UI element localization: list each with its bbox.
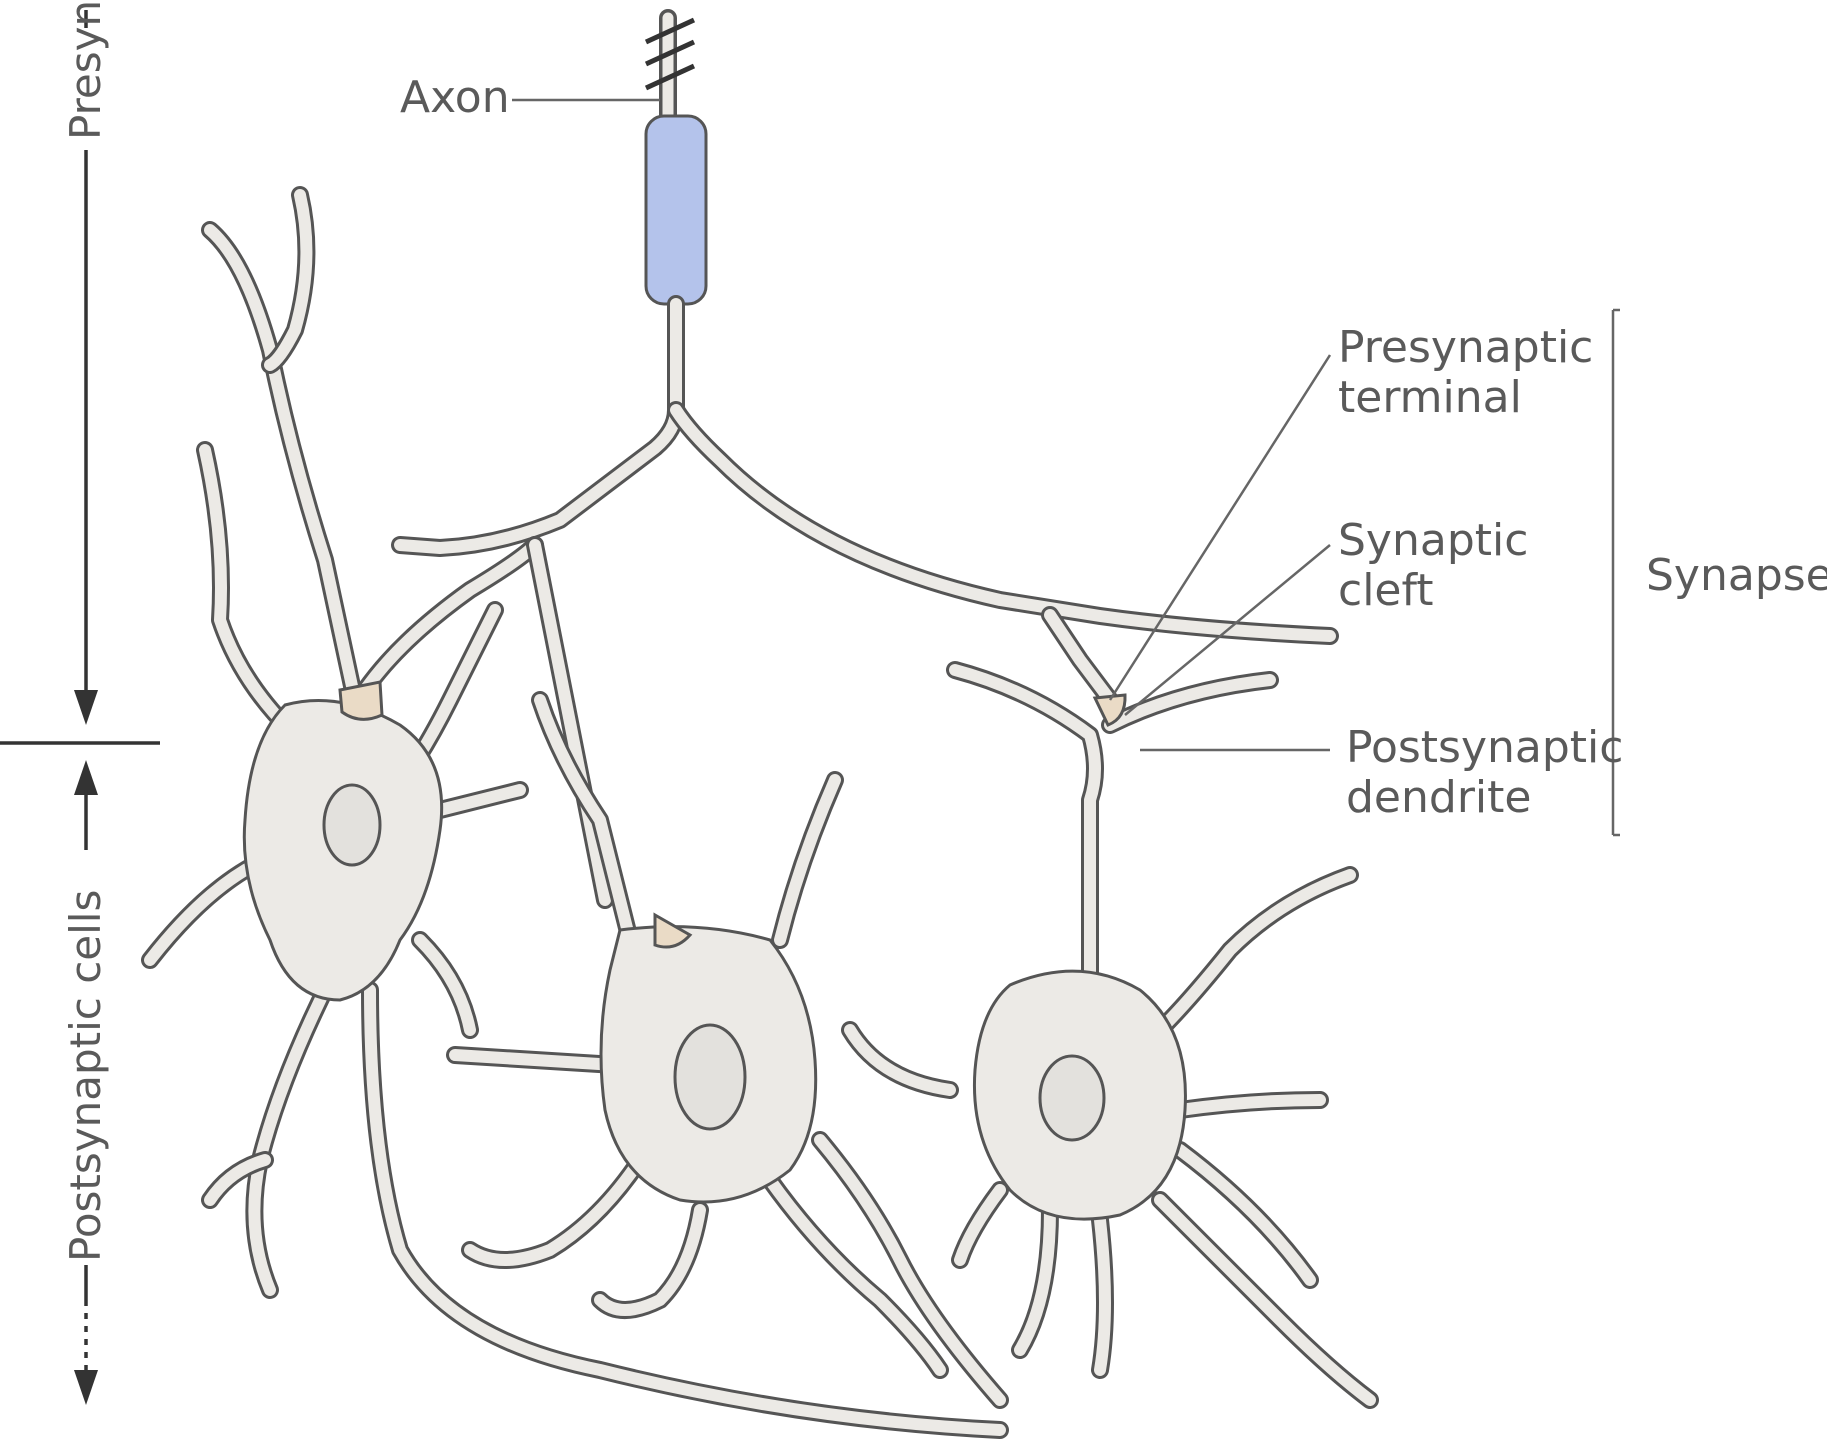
- nucleus: [1040, 1056, 1104, 1140]
- postsynaptic-neuron-2: [455, 700, 1000, 1400]
- nucleus: [324, 785, 380, 865]
- arrow-up-icon: [74, 760, 98, 795]
- presynaptic-axon: [365, 18, 1330, 900]
- presynaptic-terminal-label-line2: terminal: [1338, 372, 1522, 423]
- presynaptic-side-label: Presyn: [61, 0, 110, 140]
- presynaptic-terminal: [340, 682, 382, 719]
- arrow-down-icon: [74, 690, 98, 725]
- axon-label: Axon: [400, 72, 510, 123]
- synaptic-cleft-label: Synaptic: [1338, 515, 1528, 566]
- arrow-down-icon: [74, 1370, 98, 1405]
- postsynaptic-dendrite-label-line2: dendrite: [1346, 772, 1531, 823]
- nucleus: [675, 1025, 745, 1129]
- postsynaptic-neuron-1: [150, 195, 1000, 1430]
- myelin-sheath: [646, 116, 706, 304]
- presynaptic-terminal-label: Presynaptic: [1338, 322, 1593, 373]
- synapse-label: Synapse: [1646, 550, 1827, 601]
- synaptic-cleft-label-line2: cleft: [1338, 565, 1433, 616]
- postsynaptic-side-label: Postsynaptic cells: [61, 890, 110, 1262]
- postsynaptic-neuron-3: [850, 670, 1370, 1400]
- postsynaptic-dendrite-label: Postsynaptic: [1346, 722, 1623, 773]
- presynaptic-terminal-leader: [1110, 355, 1330, 700]
